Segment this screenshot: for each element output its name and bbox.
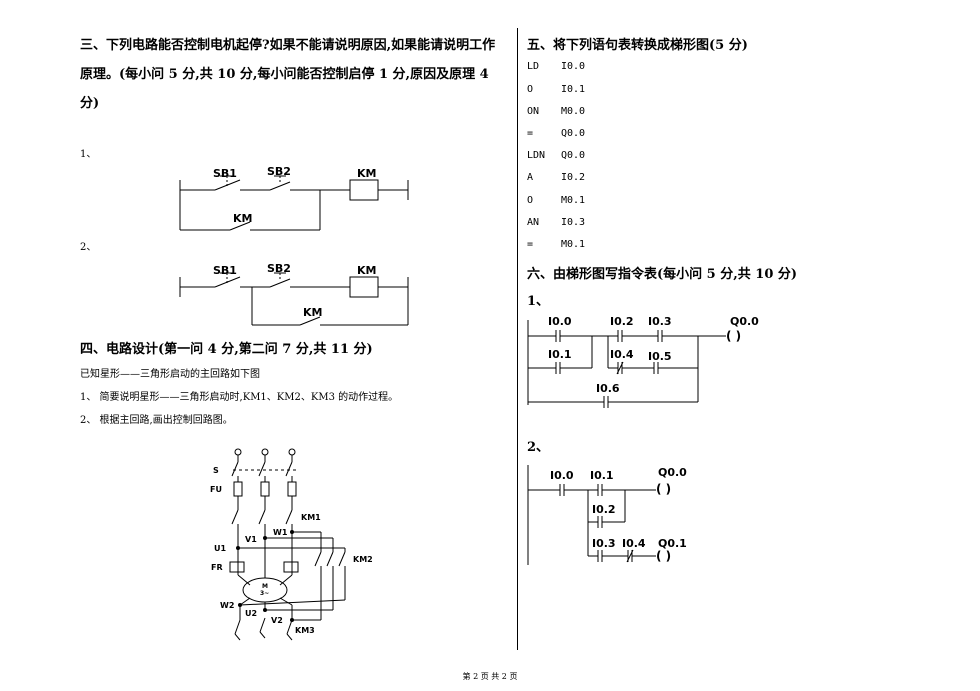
circuit-1-sb2-label: SB2 [267, 165, 291, 178]
statement-arg: I0.2 [561, 172, 586, 183]
ladder-diagram-2: I0.0 I0.1 Q0.0 ( ) I0.2 I0.3 I0.4 Q0.1 (… [527, 465, 687, 565]
statement-op: A [527, 172, 534, 183]
ladder2-i02-label: I0.2 [592, 503, 616, 516]
circuit-1-km-contact-label: KM [233, 212, 252, 225]
q3-item-2: 2、 [80, 242, 97, 253]
q6-item-1: 1、 [527, 294, 550, 309]
ladder2-coil-2: ( ) [656, 549, 671, 563]
star-delta-main-circuit: S FU KM1 W1 V1 U1 KM2 FR M 3~ W2 U2 V2 K… [210, 448, 373, 641]
ladder2-i03-label: I0.3 [592, 537, 616, 550]
statement-op: LDN [527, 150, 546, 161]
q3-title-line2: 原理。(每小问 5 分,共 10 分,每小问能否控制启停 1 分,原因及原理 4 [80, 67, 489, 82]
ladder1-i01-label: I0.1 [548, 348, 572, 361]
statement-arg: I0.3 [561, 217, 586, 228]
statement-op: O [527, 195, 534, 206]
terminal-v2-label: V2 [271, 616, 283, 625]
statement-op: O [527, 84, 534, 95]
q4-intro: 已知星形——三角形启动的主回路如下图 [80, 369, 260, 380]
contactor-km1-label: KM1 [301, 513, 321, 522]
q3-title-line1: 三、下列电路能否控制电机起停?如果不能请说明原因,如果能请说明工作 [80, 38, 496, 53]
statement-arg: Q0.0 [561, 150, 586, 161]
statement-arg: I0.1 [561, 84, 586, 95]
ladder1-i05-label: I0.5 [648, 350, 672, 363]
q6-title: 六、由梯形图写指令表(每小问 5 分,共 10 分) [527, 267, 798, 282]
circuit-2-sb2-label: SB2 [267, 262, 291, 275]
relay-fr-label: FR [211, 563, 223, 572]
statement-op: ON [527, 106, 540, 117]
terminal-u1-label: U1 [214, 544, 226, 553]
ladder2-coil-1: ( ) [656, 482, 671, 496]
circuit-2-diagram: SB1 SB2 KM KM [179, 262, 409, 326]
statement-op: LD [527, 61, 540, 72]
statement-arg: I0.0 [561, 61, 586, 72]
terminal-w2-label: W2 [220, 601, 234, 610]
column-divider [517, 28, 518, 650]
ladder2-i04-label: I0.4 [622, 537, 646, 550]
ladder2-i00-label: I0.0 [550, 469, 574, 482]
ladder2-q00-label: Q0.0 [658, 466, 687, 479]
q3-title-line3: 分) [80, 96, 100, 111]
q4-title: 四、电路设计(第一问 4 分,第二问 7 分,共 11 分) [80, 342, 373, 357]
terminal-w1-label: W1 [273, 528, 288, 537]
motor-sub-label: 3~ [260, 590, 269, 597]
ladder-diagram-1: I0.0 I0.2 I0.3 Q0.0 ( ) I0.1 I0.4 I0.5 I… [527, 315, 759, 408]
statement-op: AN [527, 217, 540, 228]
terminal-u2-label: U2 [245, 609, 257, 618]
page-footer: 第 2 页 共 2 页 [462, 672, 518, 681]
statement-arg: M0.1 [561, 239, 586, 250]
ladder1-i04-label: I0.4 [610, 348, 634, 361]
ladder1-q00-label: Q0.0 [730, 315, 759, 328]
circuit-2-km-label: KM [357, 264, 376, 277]
contactor-km2-label: KM2 [353, 555, 373, 564]
circuit-1-km-label: KM [357, 167, 376, 180]
circuit-1-sb1-label: SB1 [213, 167, 237, 180]
switch-s-label: S [213, 466, 219, 475]
ladder2-q01-label: Q0.1 [658, 537, 687, 550]
q4-question-1: 1、 简要说明星形——三角形启动时,KM1、KM2、KM3 的动作过程。 [80, 392, 399, 403]
contactor-km3-label: KM3 [295, 626, 315, 635]
circuit-2-sb1-label: SB1 [213, 264, 237, 277]
fuse-fu-label: FU [210, 485, 222, 494]
motor-label: M [262, 583, 268, 590]
ladder1-i03-label: I0.3 [648, 315, 672, 328]
ladder1-i06-label: I0.6 [596, 382, 620, 395]
statement-arg: Q0.0 [561, 128, 586, 139]
ladder1-i00-label: I0.0 [548, 315, 572, 328]
q6-item-2: 2、 [527, 440, 550, 455]
circuit-2-km-contact-label: KM [303, 306, 322, 319]
q4-question-2: 2、 根据主回路,画出控制回路图。 [80, 415, 233, 426]
statement-arg: M0.1 [561, 195, 586, 206]
terminal-v1-label: V1 [245, 535, 257, 544]
statement-arg: M0.0 [561, 106, 586, 117]
circuit-1-diagram: SB1 SB2 KM KM [179, 165, 409, 231]
statement-op: = [527, 239, 534, 250]
ladder1-i02-label: I0.2 [610, 315, 634, 328]
q5-title: 五、将下列语句表转换成梯形图(5 分) [527, 38, 748, 53]
ladder1-coil: ( ) [726, 329, 741, 343]
q3-item-1: 1、 [80, 149, 97, 160]
statement-op: = [527, 128, 534, 139]
ladder2-i01-label: I0.1 [590, 469, 614, 482]
